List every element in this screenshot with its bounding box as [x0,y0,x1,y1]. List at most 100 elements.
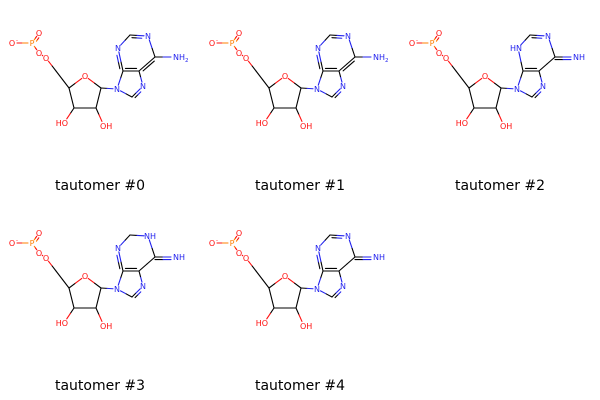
bond-p-ot [433,35,440,42]
bond-c4b-n9 [117,70,124,86]
bond-n3-c2 [120,234,131,246]
bond-p-ot [33,35,40,42]
negative-charge: - [416,38,418,44]
bond-n3-c2 [320,234,331,246]
atom-phosphorus: P [30,239,35,248]
bond-n9-c8 [119,90,133,98]
bond-o4-c1 [487,77,502,89]
bond-c3-o3 [266,107,275,120]
bond-o4-c1 [287,77,302,89]
atom-nitrogen: N [540,82,546,91]
bond-c4b-n3 [316,51,324,72]
bond-c4b-n9 [517,70,524,86]
bond-n7-c5 [138,70,143,83]
atom-nitrogen: N [115,44,121,53]
atom-nitrogen: N [315,44,321,53]
atom-oxygen: O [236,49,242,58]
atom-nitrogen: N [345,232,351,241]
atom-oxygen: O [243,254,249,263]
bond-c3-c4 [68,287,75,309]
bond-c2-o2 [295,107,303,122]
bond-c4-o4 [68,77,83,89]
bond-c4b-n9 [317,70,324,86]
atom-o-minus: O [9,39,15,48]
bond-c4-o4 [268,277,283,289]
bond-c4b-n9 [117,270,124,286]
atom-oxygen: O [82,72,88,81]
bond-c3-o3 [266,307,275,320]
bond-c5-c4 [255,70,270,89]
atom-oxygen: O [243,54,249,63]
bond-c1-n9 [500,87,514,90]
atom-nh: NH [144,232,156,241]
bond-c2-n1 [329,234,345,239]
bond-c6-c5b [138,256,156,272]
bond-c1-n9 [100,87,114,90]
atom-o-minus: O [9,239,15,248]
bond-c5-c4b [322,267,340,272]
bond-c5-c4 [55,70,70,89]
bond-c8-n7 [131,88,142,99]
bond-n3-c2 [120,34,131,46]
atom-oxygen: O [443,54,449,63]
bond-n1-c6 [348,239,356,258]
atom-hydroxyl: OH [300,322,312,331]
bond-p-ot [233,35,240,42]
bond-c1-n9 [300,287,314,290]
atom-nitrogen: N [340,82,346,91]
negative-charge: - [216,38,218,44]
negative-charge: - [16,38,18,44]
bond-c5-c4 [55,270,70,289]
atom-hydroxyl: HO [256,119,268,128]
bond-oe-c5 [247,60,257,72]
bond-c4b-n3 [116,51,124,72]
bond-c8-n7 [131,288,142,299]
bond-n7-c5 [338,270,343,283]
atom-phosphorus: P [230,39,235,48]
atom-oxygen: O [236,29,242,38]
atom-oxygen: O [436,49,442,58]
atom-hydroxyl: HO [456,119,468,128]
atom-phosphorus: P [430,39,435,48]
bond-n1-c6 [348,39,356,58]
bond-c6-c5b [338,256,356,272]
bond-c2-n1 [529,34,545,39]
bond-p-ot [233,235,240,242]
bond-c3-o3 [66,107,75,120]
bond-p-ob [33,45,38,51]
bond-n1-c6 [548,39,556,58]
bond-c3-o3 [66,307,75,320]
atom-hydroxyl: OH [500,122,512,131]
bond-c6-c5b [538,56,556,72]
bond-c5-c4b [122,67,140,72]
atom-oxygen: O [36,249,42,258]
atom-o-minus: O [209,239,215,248]
bond-o4-c1 [287,277,302,289]
bond-oe-c5 [447,60,457,72]
atom-o-minus: O [409,39,415,48]
bond-c3-c4 [468,87,475,109]
atom-exocyclic-amine: NH [173,253,185,262]
bond-c3-o3 [466,107,475,120]
bond-p-ob [433,45,438,51]
bond-n9-c8 [519,90,533,98]
atom-nitrogen: N [314,85,320,94]
atom-exocyclic-amine: NH2 [173,53,189,64]
atom-nitrogen: N [314,285,320,294]
atom-nitrogen: N [114,285,120,294]
bond-c1-c2 [95,87,102,109]
bond-c1-c2 [95,287,102,309]
bond-c1-c2 [295,287,302,309]
bond-c2-n1 [129,234,145,237]
bond-c2-n1 [329,34,345,39]
bond-c2-o2 [495,107,503,122]
bond-c5-c4b [322,67,340,72]
atom-nitrogen: N [315,244,321,253]
bond-p-ob [233,45,238,51]
bond-n1-c6 [148,39,156,58]
bond-c2-n1 [129,34,145,39]
